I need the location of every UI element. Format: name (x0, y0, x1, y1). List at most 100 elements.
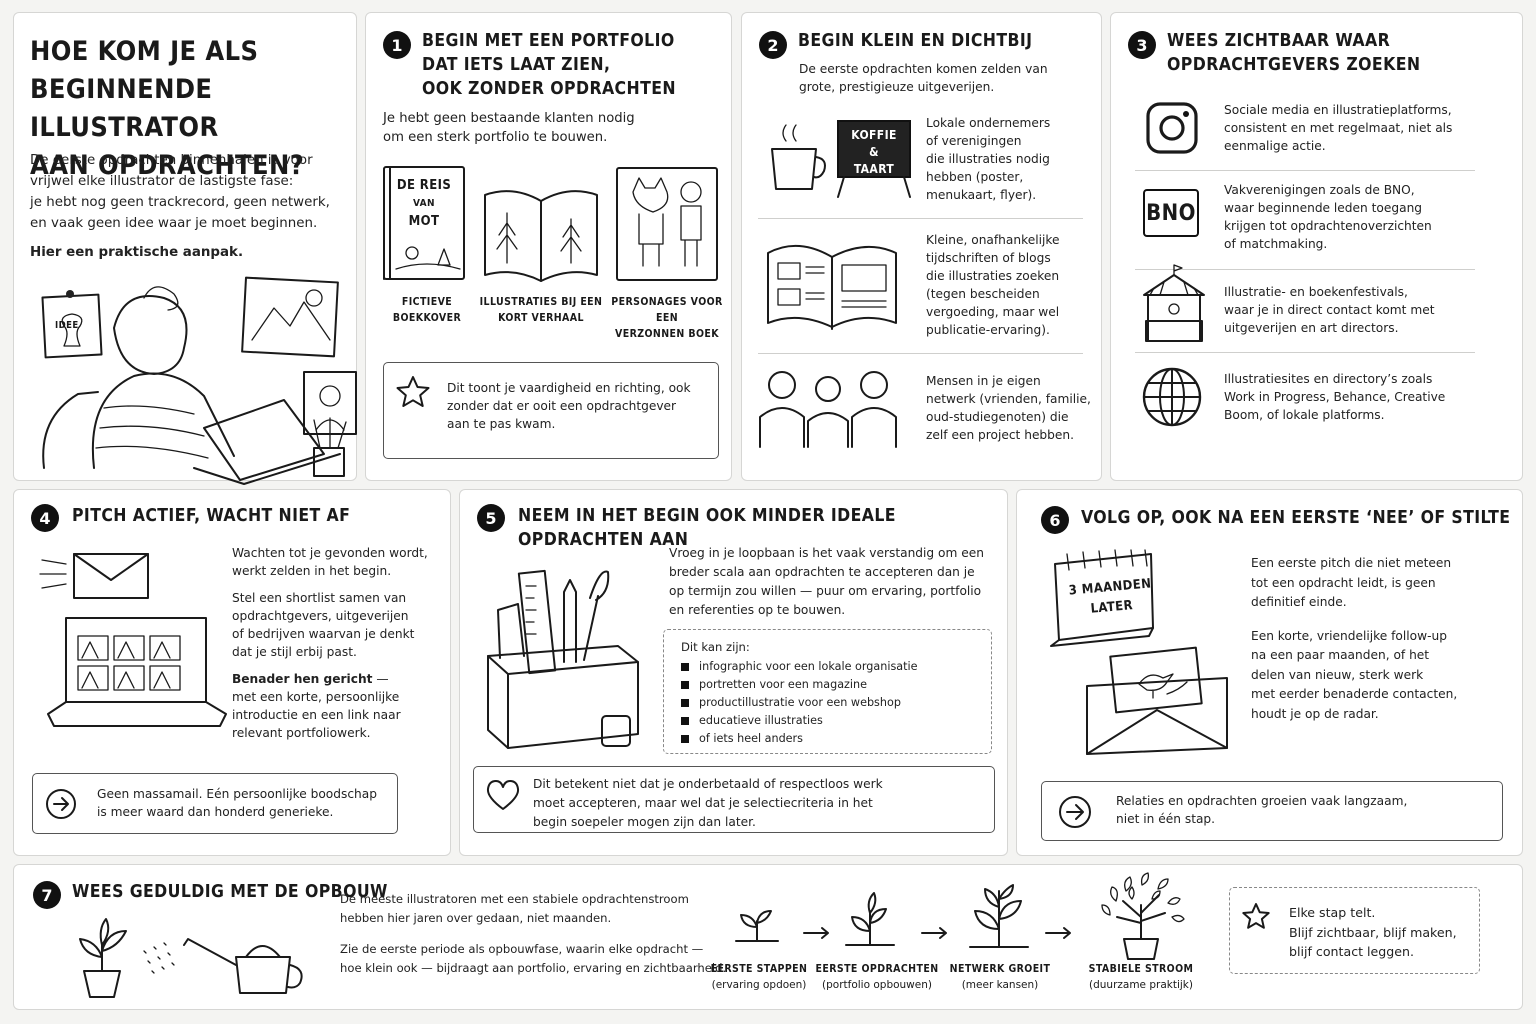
step4-title: PITCH ACTIEF, WACHT NIET AF (72, 506, 351, 526)
laptop-portfolio-icon (47, 617, 227, 727)
step7-title: WEES GEDULDIG MET DE OPBOUW (72, 882, 388, 902)
callout-line: Dit betekent niet dat je onderbetaald of… (533, 777, 883, 791)
intro-line: en vaak geen idee waar je moet beginnen. (30, 216, 318, 231)
people-group-icon (759, 371, 897, 448)
star-icon (1242, 903, 1270, 929)
step2-text: De eerste opdrachten komen zelden van gr… (799, 60, 1048, 96)
stage-label-title: EERSTE OPDRACHTEN (815, 963, 939, 975)
festival-stand-icon (1143, 264, 1205, 342)
step7-line: Zie de eerste periode als opbouwfase, wa… (340, 942, 704, 956)
divider (1135, 269, 1475, 270)
intro-paragraph: De eerste opdrachten binnenhalen is voor… (30, 150, 330, 263)
step3-item-social: Sociale media en illustratieplatforms, c… (1224, 101, 1452, 155)
item-line: die illustraties zoeken (926, 269, 1060, 283)
step4-line: relevant portfoliowerk. (232, 726, 371, 740)
item-line: Illustratiesites en directory’s zoals (1224, 372, 1433, 386)
divider (1135, 352, 1475, 353)
item-line: eenmalige actie. (1224, 139, 1326, 153)
arrow-right-icon (921, 927, 947, 939)
divider (1135, 170, 1475, 171)
step4-line: opdrachtgevers, uitgeverijen (232, 609, 409, 623)
step1-callout-text: Dit toont je vaardigheid en richting, oo… (447, 379, 691, 433)
book-title-line: DE REIS (396, 178, 452, 193)
item-line: Illustratie- en boekenfestivals, (1224, 285, 1408, 299)
callout-line: blijf contact leggen. (1289, 944, 1415, 959)
callout-line: zonder dat er ooit een opdrachtgever (447, 399, 677, 413)
step7-line: hebben hier jaren over gedaan, niet maan… (340, 911, 612, 925)
step2-item-local: Lokale ondernemers of verenigingen die i… (926, 114, 1050, 204)
plant-and-watering-can-icon (79, 918, 303, 998)
step-number-badge: 1 (383, 31, 411, 59)
step7-line: hoe klein ook — bijdraagt aan portfolio,… (340, 961, 727, 975)
item-line: consistent en met regelmaat, niet als (1224, 121, 1453, 135)
item-line: hebben (poster, (926, 170, 1024, 184)
callout-line: Elke stap telt. (1289, 905, 1376, 920)
stage-label-sub: (ervaring opdoen) (711, 979, 807, 991)
step1-panel: 1 BEGIN MET EEN PORTFOLIO DAT IETS LAAT … (365, 12, 732, 481)
item-line: netwerk (vrienden, familie, (926, 392, 1091, 406)
callout-line: moet accepteren, maar wel dat je selecti… (533, 796, 873, 810)
page-title-line: HOE KOM JE ALS (30, 36, 259, 67)
list-item: productillustratie voor een webshop (681, 694, 918, 712)
item-line: waar je in direct contact komt met (1224, 303, 1435, 317)
callout-line: begin soepeler mogen zijn dan later. (533, 815, 756, 829)
step3-item-bno: Vakverenigingen zoals de BNO, waar begin… (1224, 181, 1432, 253)
item-line: vergoeding, maar wel (926, 305, 1060, 319)
callout-line: Relaties en opdrachten groeien vaak lang… (1116, 794, 1408, 808)
star-icon (396, 376, 430, 407)
example-label-characters: PERSONAGES VOOR EEN VERZONNEN BOEK (604, 294, 730, 342)
step7-callout: Elke stap telt. Blijf zichtbaar, blijf m… (1229, 887, 1480, 974)
step6-callout: Relaties en opdrachten groeien vaak lang… (1041, 781, 1503, 841)
step4-dash: — (372, 672, 389, 686)
item-line: tijdschriften of blogs (926, 251, 1051, 265)
page-title-line: BEGINNENDE ILLUSTRATOR (30, 74, 219, 143)
item-line: menukaart, flyer). (926, 188, 1037, 202)
sign-line: & (869, 145, 879, 159)
art-supplies-box-icon (487, 569, 639, 749)
item-line: uitgeverijen en art directors. (1224, 321, 1399, 335)
example-label-line: BOEKKOVER (392, 312, 462, 324)
idea-note-label: IDEE (55, 320, 79, 331)
step6-callout-text: Relaties en opdrachten groeien vaak lang… (1116, 792, 1407, 828)
tree-stage-4-icon (1101, 872, 1185, 960)
step3-title-line: OPDRACHTGEVERS ZOEKEN (1167, 55, 1421, 75)
step7-panel: 7 WEES GEDULDIG MET DE OPBOUW De meeste … (13, 864, 1523, 1010)
item-line: die illustraties nodig (926, 152, 1050, 166)
envelope-icon (39, 553, 149, 599)
stage-label-title: STABIELE STROOM (1088, 963, 1194, 975)
callout-line: Blijf zichtbaar, blijf maken, (1289, 924, 1457, 940)
item-line: oud-studiegenoten) die (926, 410, 1069, 424)
stage-label-sub: (portfolio opbouwen) (822, 979, 932, 991)
step6-title: VOLG OP, OOK NA EEN EERSTE ‘NEE’ OF STIL… (1081, 508, 1511, 528)
step2-item-magazines: Kleine, onafhankelijke tijdschriften of … (926, 231, 1060, 339)
step-number-badge: 7 (33, 881, 61, 909)
intro-line: vrijwel elke illustrator de lastigste fa… (30, 174, 294, 189)
step5-text: Vroeg in je loopbaan is het vaak verstan… (669, 544, 984, 620)
step1-text-line: om een sterk portfolio te bouwen. (383, 130, 608, 145)
step1-callout: Dit toont je vaardigheid en richting, oo… (383, 362, 719, 459)
step4-line: introductie en een link naar (232, 708, 401, 722)
callout-line: niet in één stap. (1116, 812, 1216, 826)
chalkboard-sign-text: KOFFIE & TAART (838, 127, 910, 178)
globe-icon (1142, 367, 1202, 427)
step1-text: Je hebt geen bestaande klanten nodig om … (383, 109, 635, 147)
chalkboard-sign-icon (837, 120, 911, 198)
step5-options-list: infographic voor een lokale organisatie … (681, 658, 918, 748)
step4-line: of bedrijven waarvan je denkt (232, 627, 415, 641)
step7-callout-text: Elke stap telt. Blijf zichtbaar, blijf m… (1289, 903, 1457, 962)
callout-line: aan te pas kwam. (447, 417, 556, 431)
page-title: HOE KOM JE ALS BEGINNENDE ILLUSTRATOR AA… (30, 33, 356, 185)
characters-illustration (616, 167, 718, 281)
page-title-line: AAN OPDRACHTEN? (30, 150, 305, 181)
arrow-right-icon (803, 927, 829, 939)
step7-line: De meeste illustratoren met een stabiele… (340, 892, 689, 906)
arrow-right-icon (1045, 927, 1071, 939)
step2-text-line: De eerste opdrachten komen zelden van (799, 62, 1048, 76)
example-label-line: ILLUSTRATIES BIJ EEN (479, 296, 603, 308)
step2-panel: 2 BEGIN KLEIN EN DICHTBIJ De eerste opdr… (741, 12, 1102, 481)
step6-text: Een eerste pitch die niet meteen tot een… (1251, 554, 1457, 724)
step6-line: houdt je op de radar. (1251, 706, 1379, 721)
list-item: educatieve illustraties (681, 712, 918, 730)
item-line: krijgen tot opdrachtenoverzichten (1224, 219, 1432, 233)
intro-line: De eerste opdrachten binnenhalen is voor (30, 153, 313, 168)
